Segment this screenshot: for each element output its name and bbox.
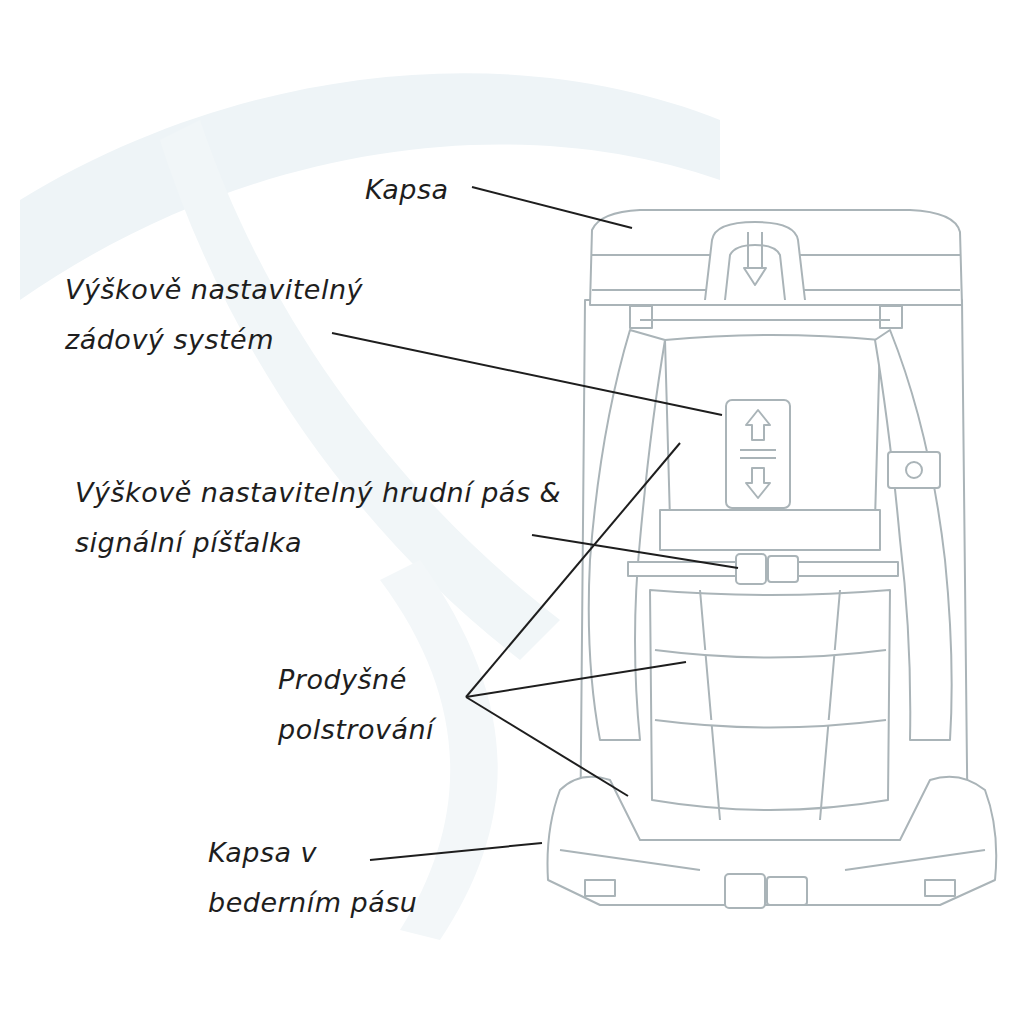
leader-line (370, 843, 542, 860)
chest-buckle (768, 556, 798, 582)
hip-buckle (725, 874, 765, 908)
adjuster-arrow (746, 410, 770, 440)
pocket-label: Kapsa (365, 165, 525, 215)
hip-strap-end (585, 880, 615, 896)
adjuster-plate (726, 400, 790, 508)
zipper-pull (744, 232, 766, 285)
back-panel-band (660, 510, 880, 550)
padding-channel (700, 590, 840, 820)
grab-handle (705, 222, 805, 300)
back-padding (650, 590, 890, 810)
hip-belt (548, 777, 997, 905)
hip-strap-end (925, 880, 955, 896)
shoulder-strap (875, 330, 952, 740)
chest-buckle (736, 554, 766, 584)
padding-label: Prodyšné polstrování (278, 655, 513, 755)
leader-line (472, 187, 632, 228)
strap-clip (888, 452, 940, 488)
hip-buckle (767, 877, 807, 905)
leader-lines (332, 187, 738, 860)
top-strap (640, 319, 890, 321)
padding-seam (655, 650, 886, 728)
background-swoosh (160, 120, 560, 660)
hip-belt-strap (560, 850, 985, 870)
background-swoosh (380, 560, 498, 940)
strap-buckle (630, 306, 652, 328)
backpack (548, 210, 997, 908)
adjuster-mark (740, 449, 776, 451)
leader-line (332, 333, 722, 415)
chest-strap-label: Výškově nastavitelný hrudní pás & signál… (75, 468, 580, 568)
lid-pocket (590, 210, 962, 305)
leader-line (466, 662, 686, 697)
shoulder-strap (589, 330, 665, 740)
strap-buckle (880, 306, 902, 328)
strap-clip-button (906, 462, 922, 478)
adjuster-arrow (746, 468, 770, 498)
adjuster-mark (740, 457, 776, 459)
back-panel (665, 335, 880, 520)
backpack-body (580, 300, 968, 860)
back-system-label: Výškově nastavitelný zádový systém (65, 265, 465, 365)
hip-pocket-label: Kapsa v bederním pásu (208, 828, 458, 928)
leader-line (466, 697, 628, 796)
leader-line (532, 535, 738, 568)
